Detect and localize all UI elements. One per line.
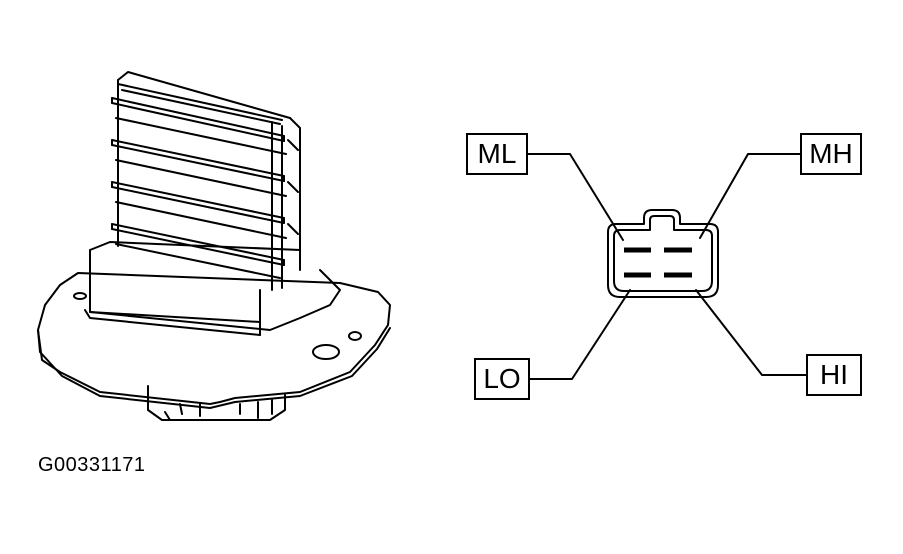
terminal-label-ml: ML	[466, 133, 528, 175]
terminal-label-mh: MH	[800, 133, 862, 175]
figure-id-caption: G00331171	[38, 454, 146, 476]
resistor-component-drawing	[37, 71, 391, 421]
connector-face-drawing	[527, 153, 807, 380]
terminal-label-lo: LO	[474, 358, 530, 400]
terminal-label-hi: HI	[806, 354, 862, 396]
